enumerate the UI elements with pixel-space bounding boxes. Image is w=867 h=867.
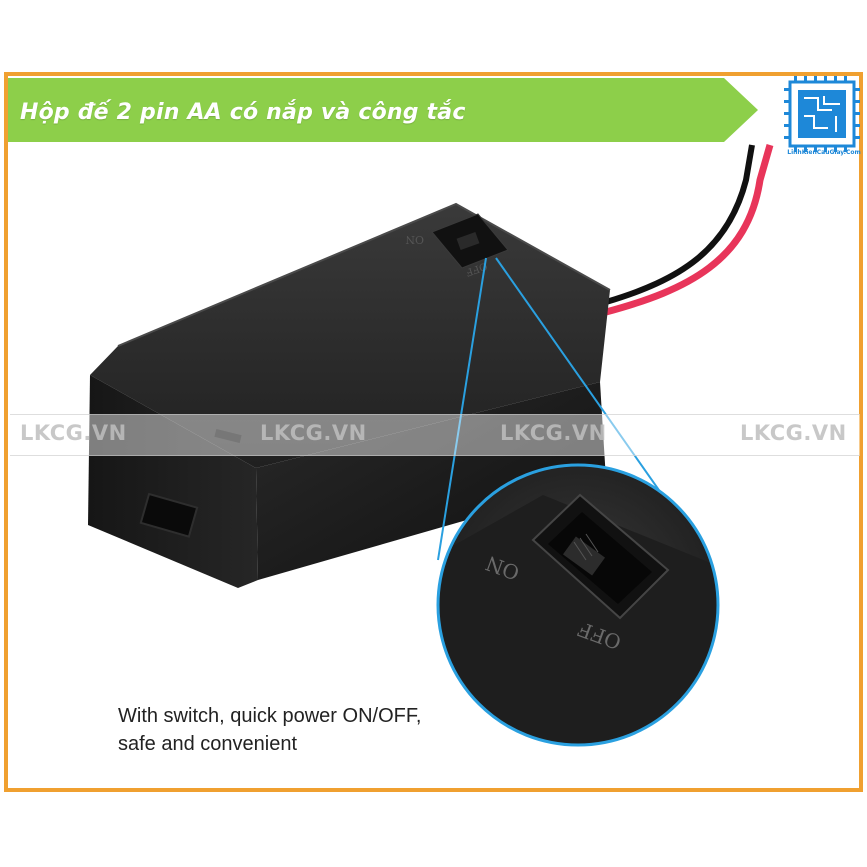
zoom-switch-slider xyxy=(562,536,606,576)
watermark: LKCG.VN xyxy=(260,421,367,445)
red-wire xyxy=(605,144,774,316)
product-photo: ON OFF ON OFF xyxy=(88,144,774,747)
page-title: Hộp đế 2 pin AA có nắp và công tắc xyxy=(20,100,466,125)
zoom-detail xyxy=(438,465,718,745)
caption-line-2: safe and convenient xyxy=(118,733,298,755)
watermark: LKCG.VN xyxy=(740,421,847,445)
watermark: LKCG.VN xyxy=(20,421,127,445)
case-switch-slider xyxy=(456,231,480,251)
banner-arrow-shape xyxy=(8,78,758,142)
title-banner xyxy=(8,78,758,142)
watermark: LKCG.VN xyxy=(500,421,607,445)
battery-opening xyxy=(139,492,199,538)
caption-line-1: With switch, quick power ON/OFF, xyxy=(118,705,422,727)
black-wire xyxy=(605,144,755,305)
zoom-ring xyxy=(436,463,720,747)
case-on-label: ON xyxy=(405,233,424,246)
case-front-face xyxy=(88,375,258,588)
circuit-chip-icon xyxy=(784,76,860,152)
case-side-face xyxy=(256,382,606,580)
caption: With switch, quick power ON/OFF, safe an… xyxy=(118,702,421,758)
watermark-band xyxy=(10,414,860,456)
case-top-face xyxy=(90,204,610,468)
logo-text: LinhKienCauGiay.Com xyxy=(787,149,861,156)
